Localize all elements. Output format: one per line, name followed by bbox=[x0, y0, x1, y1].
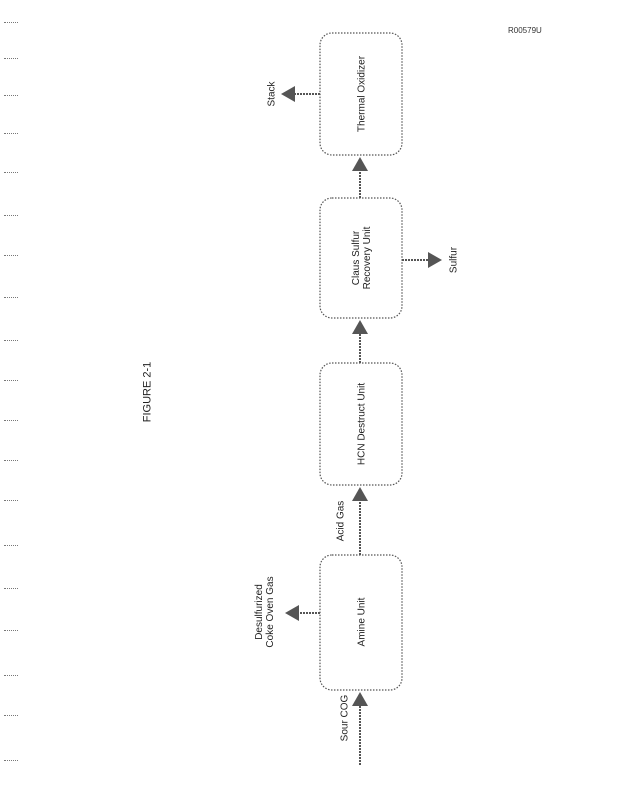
thermal-oxidizer-label: Thermal Oxidizer bbox=[356, 55, 368, 133]
desulfurized-gas-label: Desulfurized Coke Oven Gas bbox=[254, 576, 276, 648]
figure-title: FIGURE 2-1 bbox=[141, 361, 154, 423]
sour-cog-label: Sour COG bbox=[339, 694, 351, 742]
hcn-unit-box bbox=[319, 362, 403, 486]
amine-unit-label: Amine Unit bbox=[356, 597, 368, 647]
acid-gas-label: Acid Gas bbox=[335, 500, 347, 542]
stack-label: Stack bbox=[266, 81, 278, 107]
claus-unit-box bbox=[319, 197, 403, 319]
document-id: R00579U bbox=[508, 26, 542, 35]
claus-unit-label: Claus Sulfur Recovery Unit bbox=[351, 226, 373, 290]
amine-unit-box bbox=[319, 554, 403, 691]
sulfur-label: Sulfur bbox=[448, 246, 460, 274]
hcn-unit-label: HCN Destruct Unit bbox=[356, 382, 368, 466]
